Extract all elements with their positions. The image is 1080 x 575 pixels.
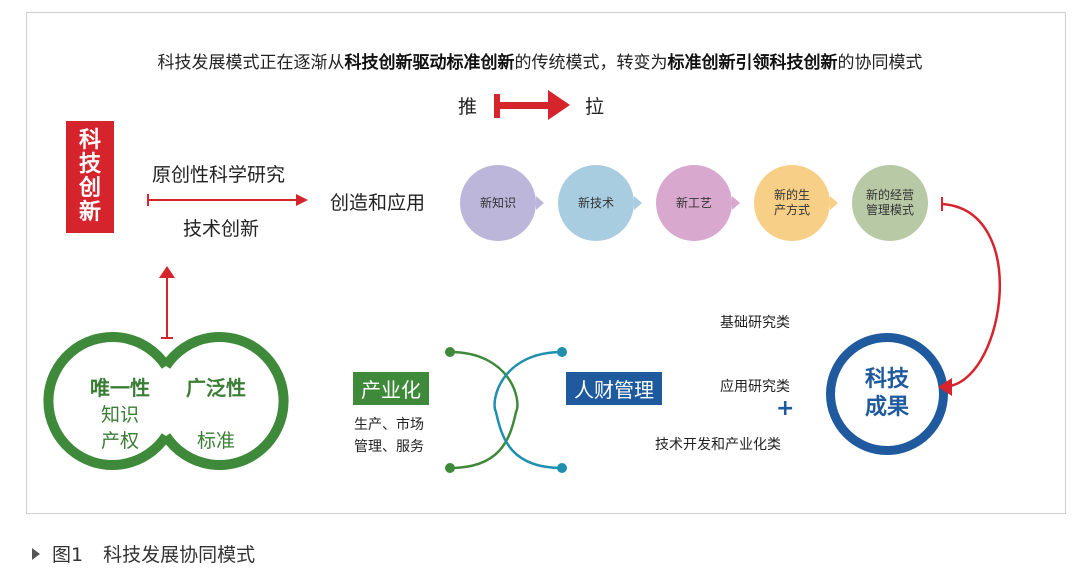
- caption-title: 科技发展协同模式: [103, 544, 256, 566]
- achievements-line: 科技: [864, 367, 909, 392]
- stage-new-knowledge: 新知识: [460, 165, 536, 241]
- caption-fig: 图1: [52, 544, 84, 566]
- standards-ring: [43, 332, 289, 470]
- basic-research-label: 基础研究类: [720, 315, 790, 331]
- create-apply-label: 创造和应用: [330, 192, 426, 214]
- box-char: 科: [78, 128, 101, 153]
- headline-part: 的协同模式: [837, 53, 923, 73]
- stage-new-technology: 新技术: [558, 165, 634, 241]
- tech-innovation-label: 技术创新: [183, 218, 260, 240]
- stage-pointers: [536, 196, 838, 210]
- applied-research-label: 应用研究类: [720, 379, 790, 395]
- research-arrow: [147, 194, 308, 206]
- teal-bracket: [493, 347, 567, 473]
- headline-part: 科技发展模式正在逐渐从: [157, 53, 345, 73]
- up-arrow: [159, 266, 175, 339]
- figure-caption: 图1 科技发展协同模式: [32, 540, 255, 567]
- push-pull-arrow: [494, 90, 570, 120]
- stage-label: 新的生产方式: [773, 188, 810, 217]
- industrialization-item-1: 生产、市场: [354, 417, 424, 433]
- caption-triangle-icon: [32, 547, 40, 560]
- headline-bold: 标准创新引领科技创新: [667, 53, 838, 73]
- headline-bold: 科技创新驱动标准创新: [344, 53, 515, 73]
- stage-new-production-mode: 新的生产方式: [754, 165, 830, 241]
- stage-new-management-mode: 新的经营管理模式: [852, 165, 928, 241]
- feedback-arrow: [938, 197, 1001, 396]
- ip-line-2: 产权: [100, 430, 139, 452]
- box-char: 创: [78, 176, 101, 201]
- stage-label: 新技术: [577, 195, 614, 210]
- achievements-circle: 科技 成果: [826, 333, 948, 455]
- industrialization-label: 产业化: [353, 372, 429, 405]
- ip-line-1: 知识: [100, 404, 139, 426]
- stage-new-process: 新工艺: [656, 165, 732, 241]
- uniqueness-title: 唯一性: [90, 376, 150, 400]
- stage-label: 新工艺: [675, 195, 712, 210]
- headline-part: 的传统模式，转变为: [514, 53, 668, 73]
- tech-innovation-box: 科 技 创 新: [66, 121, 114, 233]
- universality-title: 广泛性: [186, 376, 246, 400]
- talent-finance-label: 人财管理: [566, 372, 662, 405]
- stage-label: 新知识: [479, 195, 516, 210]
- original-research-label: 原创性科学研究: [152, 164, 286, 186]
- pull-label: 拉: [585, 96, 605, 118]
- achievements-line: 成果: [864, 395, 909, 420]
- headline: 科技发展模式正在逐渐从科技创新驱动标准创新的传统模式，转变为标准创新引领科技创新…: [0, 48, 1080, 73]
- box-char: 新: [78, 200, 101, 225]
- push-label: 推: [458, 96, 478, 118]
- green-bracket: [445, 347, 519, 473]
- standard-label: 标准: [196, 430, 235, 452]
- plus-sign: +: [776, 396, 795, 421]
- industrialization-item-2: 管理、服务: [354, 439, 424, 455]
- stage-label: 新的经营管理模式: [865, 188, 914, 217]
- dev-industrial-label: 技术开发和产业化类: [655, 437, 781, 453]
- box-char: 技: [78, 152, 101, 177]
